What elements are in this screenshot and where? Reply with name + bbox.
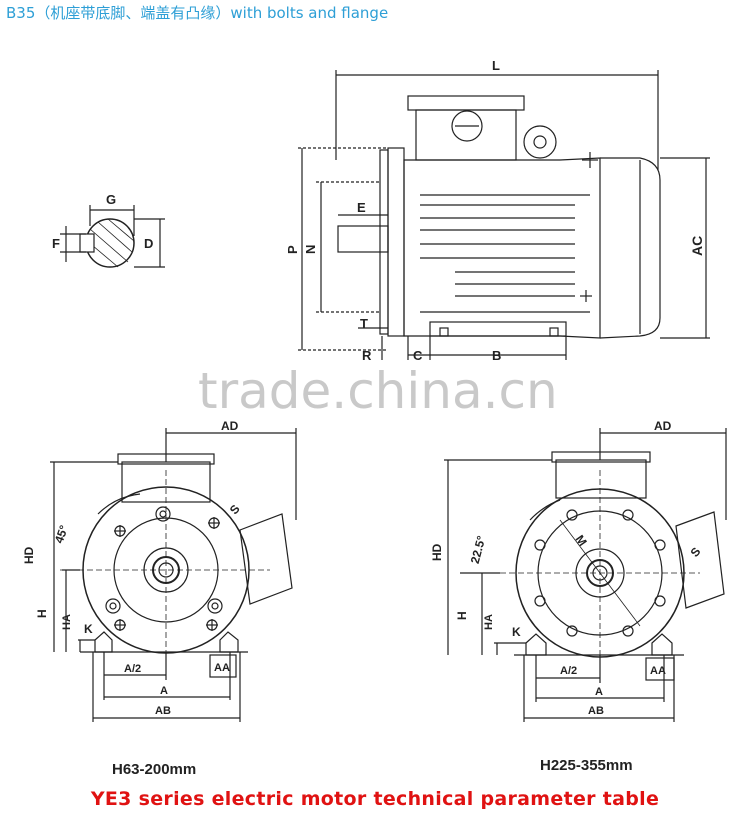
caption-left: H63-200mm xyxy=(112,761,196,778)
dim-label-ad-left: AD xyxy=(221,419,239,433)
angle-label-left: 45° xyxy=(52,523,71,545)
dim-label-k-right: K xyxy=(512,625,521,639)
angle-label-right: 22.5° xyxy=(468,534,489,565)
shaft-section xyxy=(60,205,165,268)
footer-title: YE3 series electric motor technical para… xyxy=(90,788,660,810)
shaft-label-f: F xyxy=(52,236,60,251)
dim-label-r: R xyxy=(362,348,372,363)
shaft-label-g: G xyxy=(106,192,116,207)
dim-label-a-left: A xyxy=(160,685,168,697)
dim-label-ab-right: AB xyxy=(588,705,604,717)
dim-label-ha-right: HA xyxy=(483,614,495,630)
dim-label-c: C xyxy=(413,348,423,363)
dim-label-s-right: S xyxy=(688,545,704,560)
dim-label-t: T xyxy=(360,316,368,331)
dim-label-m-right: M xyxy=(573,532,590,548)
dim-label-b: B xyxy=(492,348,501,363)
front-view-right xyxy=(444,428,727,722)
dim-label-p: P xyxy=(285,245,300,254)
dim-label-a-half-right: A/2 xyxy=(560,665,577,677)
dim-label-hd-left: HD xyxy=(22,546,36,564)
dim-label-h-right: H xyxy=(455,611,469,620)
dim-label-ab-left: AB xyxy=(155,705,171,717)
front-view-left xyxy=(50,428,297,722)
dim-label-ad-right: AD xyxy=(654,419,672,433)
dim-label-ac: AC xyxy=(689,236,705,256)
dim-label-a-half-left: A/2 xyxy=(124,663,141,675)
dim-label-l: L xyxy=(492,58,500,73)
dim-label-e: E xyxy=(357,200,366,215)
dim-label-h-left: H xyxy=(35,609,49,618)
dim-label-k-left: K xyxy=(84,622,93,636)
dim-label-aa-right: AA xyxy=(650,665,666,677)
caption-right: H225-355mm xyxy=(540,757,633,774)
shaft-label-d: D xyxy=(144,236,153,251)
dim-label-aa-left: AA xyxy=(214,662,230,674)
dim-label-n: N xyxy=(303,245,318,254)
dim-label-a-right: A xyxy=(595,686,603,698)
dim-label-ha-left: HA xyxy=(61,614,73,630)
side-view xyxy=(298,70,710,360)
watermark: trade.china.cn xyxy=(198,362,558,420)
page-heading: B35（机座带底脚、端盖有凸缘）with bolts and flange xyxy=(6,4,389,22)
dim-label-hd-right: HD xyxy=(430,543,444,561)
dim-label-s-left: S xyxy=(227,502,243,517)
